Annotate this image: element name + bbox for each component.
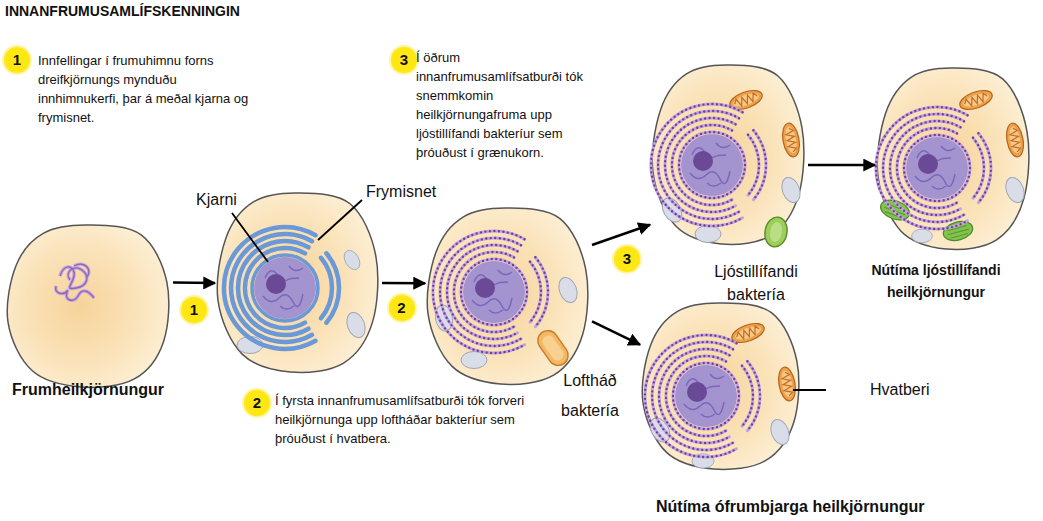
arrow [808, 164, 875, 167]
arrow [592, 225, 650, 245]
vacuole [912, 229, 933, 243]
leader-line [232, 213, 268, 262]
leader-line [793, 389, 826, 391]
vacuole [341, 248, 363, 273]
cell-label: Ljóstillífandi baktería [700, 260, 812, 306]
step-note: Innfellingar í frumuhimnu forns dreifkjö… [38, 51, 256, 127]
endoplasmic-reticulum [645, 335, 760, 457]
callout-number: 2 [389, 295, 415, 321]
callout-number: 2 [244, 390, 270, 416]
nucleus [254, 257, 316, 319]
cell-label: Kjarni [196, 190, 237, 210]
mitochondrion [776, 366, 798, 402]
callout-number: 3 [391, 47, 417, 73]
callout-number: 1 [4, 47, 30, 73]
cell-membrane [642, 303, 799, 469]
cell-label: Frumheilkjörnungur [0, 380, 176, 400]
diagram-title: INNANFRUMUSAMLÍFSKENNINGIN [5, 3, 240, 19]
step-note: Í öðrum innanfrumusamlífsatburði tók sne… [416, 48, 598, 162]
nucleus [681, 134, 743, 196]
callout-number: 3 [614, 246, 640, 272]
arrow [592, 321, 640, 344]
cell: Frumheilkjörnungur [5, 222, 173, 390]
cell-outline [5, 222, 173, 390]
callout-number: 1 [181, 297, 207, 323]
cell-label: Hvatberi [870, 380, 930, 400]
vacuole [768, 417, 793, 447]
mitochondrion [957, 87, 994, 114]
aerobic-bacterium [534, 327, 572, 370]
photosynthetic-bacterium [763, 215, 790, 248]
cell-label: Nútíma ljóstillífandi heilkjörnungur [856, 259, 1016, 303]
cell-label: Frymisnet [366, 182, 436, 202]
vacuole [461, 352, 487, 369]
endoplasmic-reticulum [651, 104, 766, 226]
vacuole [1003, 175, 1028, 205]
nucleus [463, 261, 525, 323]
leader-line [318, 200, 362, 240]
vacuole [556, 275, 581, 305]
mitochondrion [727, 87, 764, 114]
nucleus [906, 137, 968, 199]
cell-label: Loftháð baktería [548, 366, 632, 426]
mitochondrion [1004, 122, 1026, 158]
vacuole [779, 175, 804, 205]
cell-membrane [877, 68, 1029, 249]
cell-membrane [427, 208, 588, 384]
vacuole [344, 310, 369, 340]
endoplasmic-reticulum [224, 227, 339, 349]
nucleus [675, 365, 737, 427]
cell-membrane [7, 225, 169, 387]
mitochondrion [780, 122, 802, 158]
cell-membrane [217, 193, 378, 372]
cell-label: Nútíma ófrumbjarga heilkjörnungur [656, 497, 924, 517]
endoplasmic-reticulum [876, 107, 991, 229]
arrow [173, 281, 215, 284]
vacuole [695, 226, 721, 243]
step-note: Í fyrsta innanfrumusamlífsatburði tók fo… [275, 391, 533, 448]
endoplasmic-reticulum [433, 231, 548, 353]
chromatin [56, 264, 94, 300]
arrow [382, 282, 425, 285]
